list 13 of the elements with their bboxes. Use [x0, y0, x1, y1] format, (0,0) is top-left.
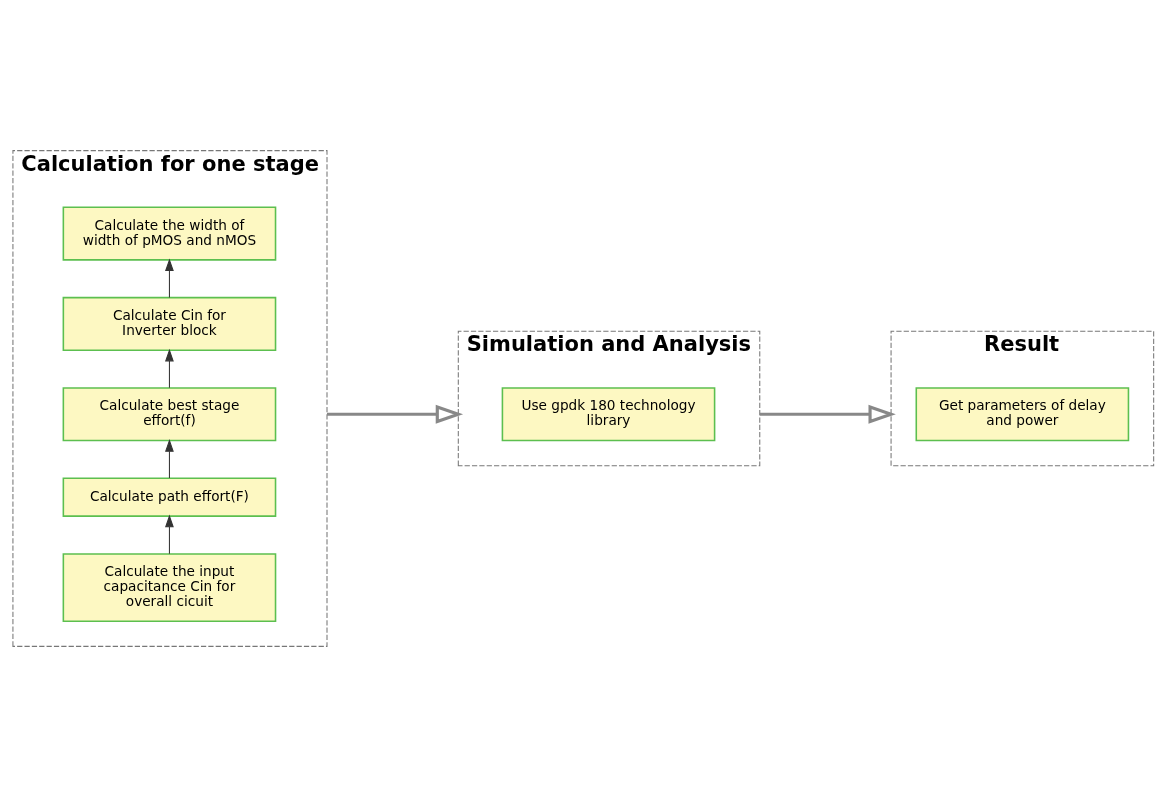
arrow — [165, 514, 174, 554]
arrow — [759, 404, 896, 424]
node-box: Get parameters of delay and power — [915, 386, 1130, 441]
arrow — [327, 404, 464, 424]
node-box: Calculate the input capacitance Cin for overall cicuit — [62, 552, 277, 622]
node-box: Calculate path effort(F) — [62, 477, 277, 517]
node-box: Calculate best stage effort(f) — [62, 386, 277, 441]
arrow — [165, 438, 174, 479]
arrow — [165, 257, 174, 298]
arrow — [165, 348, 174, 388]
node-box: Calculate the width of width of pMOS and nMOS — [62, 206, 277, 261]
node-box: Use gpdk 180 technology library — [501, 386, 716, 441]
node-box: Calculate Cin for Inverter block — [62, 296, 277, 351]
